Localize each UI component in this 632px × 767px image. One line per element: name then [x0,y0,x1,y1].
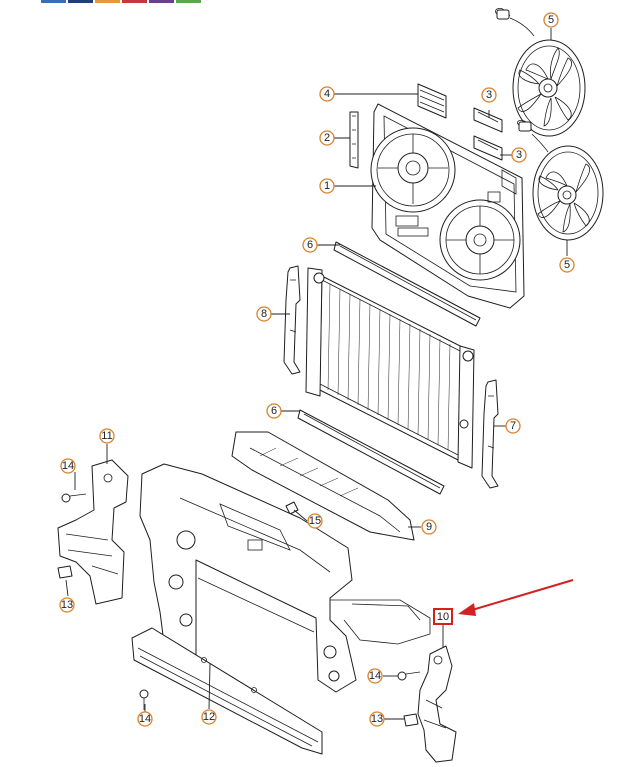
swatch-purple[interactable] [149,0,174,3]
svg-text:5: 5 [564,259,570,271]
svg-text:10: 10 [437,611,449,623]
fan-shroud [370,103,525,309]
side-seal-left [283,265,301,375]
callout-5-upper[interactable]: 5 [543,12,559,28]
clip-13-left [57,565,73,579]
bracket-left [57,459,129,605]
seal-pad-4 [417,83,447,119]
callout-3-lower[interactable]: 3 [511,147,527,163]
callout-11[interactable]: 11 [99,428,115,444]
leader-lines [65,28,568,720]
side-seal-right [481,379,499,489]
bracket-right [417,645,457,763]
callout-1[interactable]: 1 [319,178,335,194]
air-guide [231,431,415,541]
bolt-14-right [397,671,421,681]
callout-9[interactable]: 9 [421,519,437,535]
radiator-fan-upper [495,7,586,137]
seal-strip-upper [333,241,481,327]
swatch-orange[interactable] [95,0,120,3]
color-swatch-bar[interactable] [41,0,201,3]
clip-13-right [403,713,419,727]
bolt-14-left [61,493,87,503]
svg-text:1: 1 [324,180,330,192]
radiator [305,267,475,469]
callout-12[interactable]: 12 [201,709,217,725]
svg-text:6: 6 [271,405,277,417]
callout-6-lower[interactable]: 6 [266,403,282,419]
svg-text:15: 15 [309,515,321,527]
seal-pads-3 [473,107,503,161]
callout-15[interactable]: 15 [307,513,323,529]
svg-text:14: 14 [369,670,381,682]
svg-text:2: 2 [324,132,330,144]
bolt-14-bottom [139,689,149,710]
swatch-green[interactable] [176,0,201,3]
callout-10-highlighted[interactable]: 10 [433,608,453,625]
callout-14-bottom[interactable]: 14 [137,711,153,727]
callout-4[interactable]: 4 [319,86,335,102]
callout-3-upper[interactable]: 3 [481,87,497,103]
svg-text:9: 9 [426,521,432,533]
swatch-navy[interactable] [68,0,93,3]
red-arrow-annotation [458,579,574,616]
callout-13-right[interactable]: 13 [369,711,385,727]
callout-6-upper[interactable]: 6 [302,237,318,253]
svg-text:7: 7 [510,420,516,432]
callout-5-lower[interactable]: 5 [559,257,575,273]
seal-strip-lower [297,409,445,495]
radiator-fan-lower [517,119,604,241]
svg-text:13: 13 [371,713,383,725]
svg-text:5: 5 [548,14,554,26]
svg-text:4: 4 [324,88,330,100]
svg-text:3: 3 [486,89,492,101]
svg-text:11: 11 [101,430,112,442]
swatch-red[interactable] [122,0,147,3]
lower-cross-member [131,627,323,755]
svg-text:8: 8 [261,308,267,320]
callout-14-right[interactable]: 14 [367,668,383,684]
swatch-blue[interactable] [41,0,66,3]
svg-text:13: 13 [61,599,73,611]
svg-text:14: 14 [62,460,74,472]
svg-text:12: 12 [203,711,215,723]
callout-2[interactable]: 2 [319,130,335,146]
callout-13-left[interactable]: 13 [59,597,75,613]
svg-text:6: 6 [307,239,313,251]
callout-14-left[interactable]: 14 [60,458,76,474]
callout-7[interactable]: 7 [505,418,521,434]
callout-8[interactable]: 8 [256,306,272,322]
seal-strip-2 [349,111,359,169]
svg-text:3: 3 [516,149,522,161]
lock-carrier [139,463,431,693]
svg-text:14: 14 [139,713,151,725]
